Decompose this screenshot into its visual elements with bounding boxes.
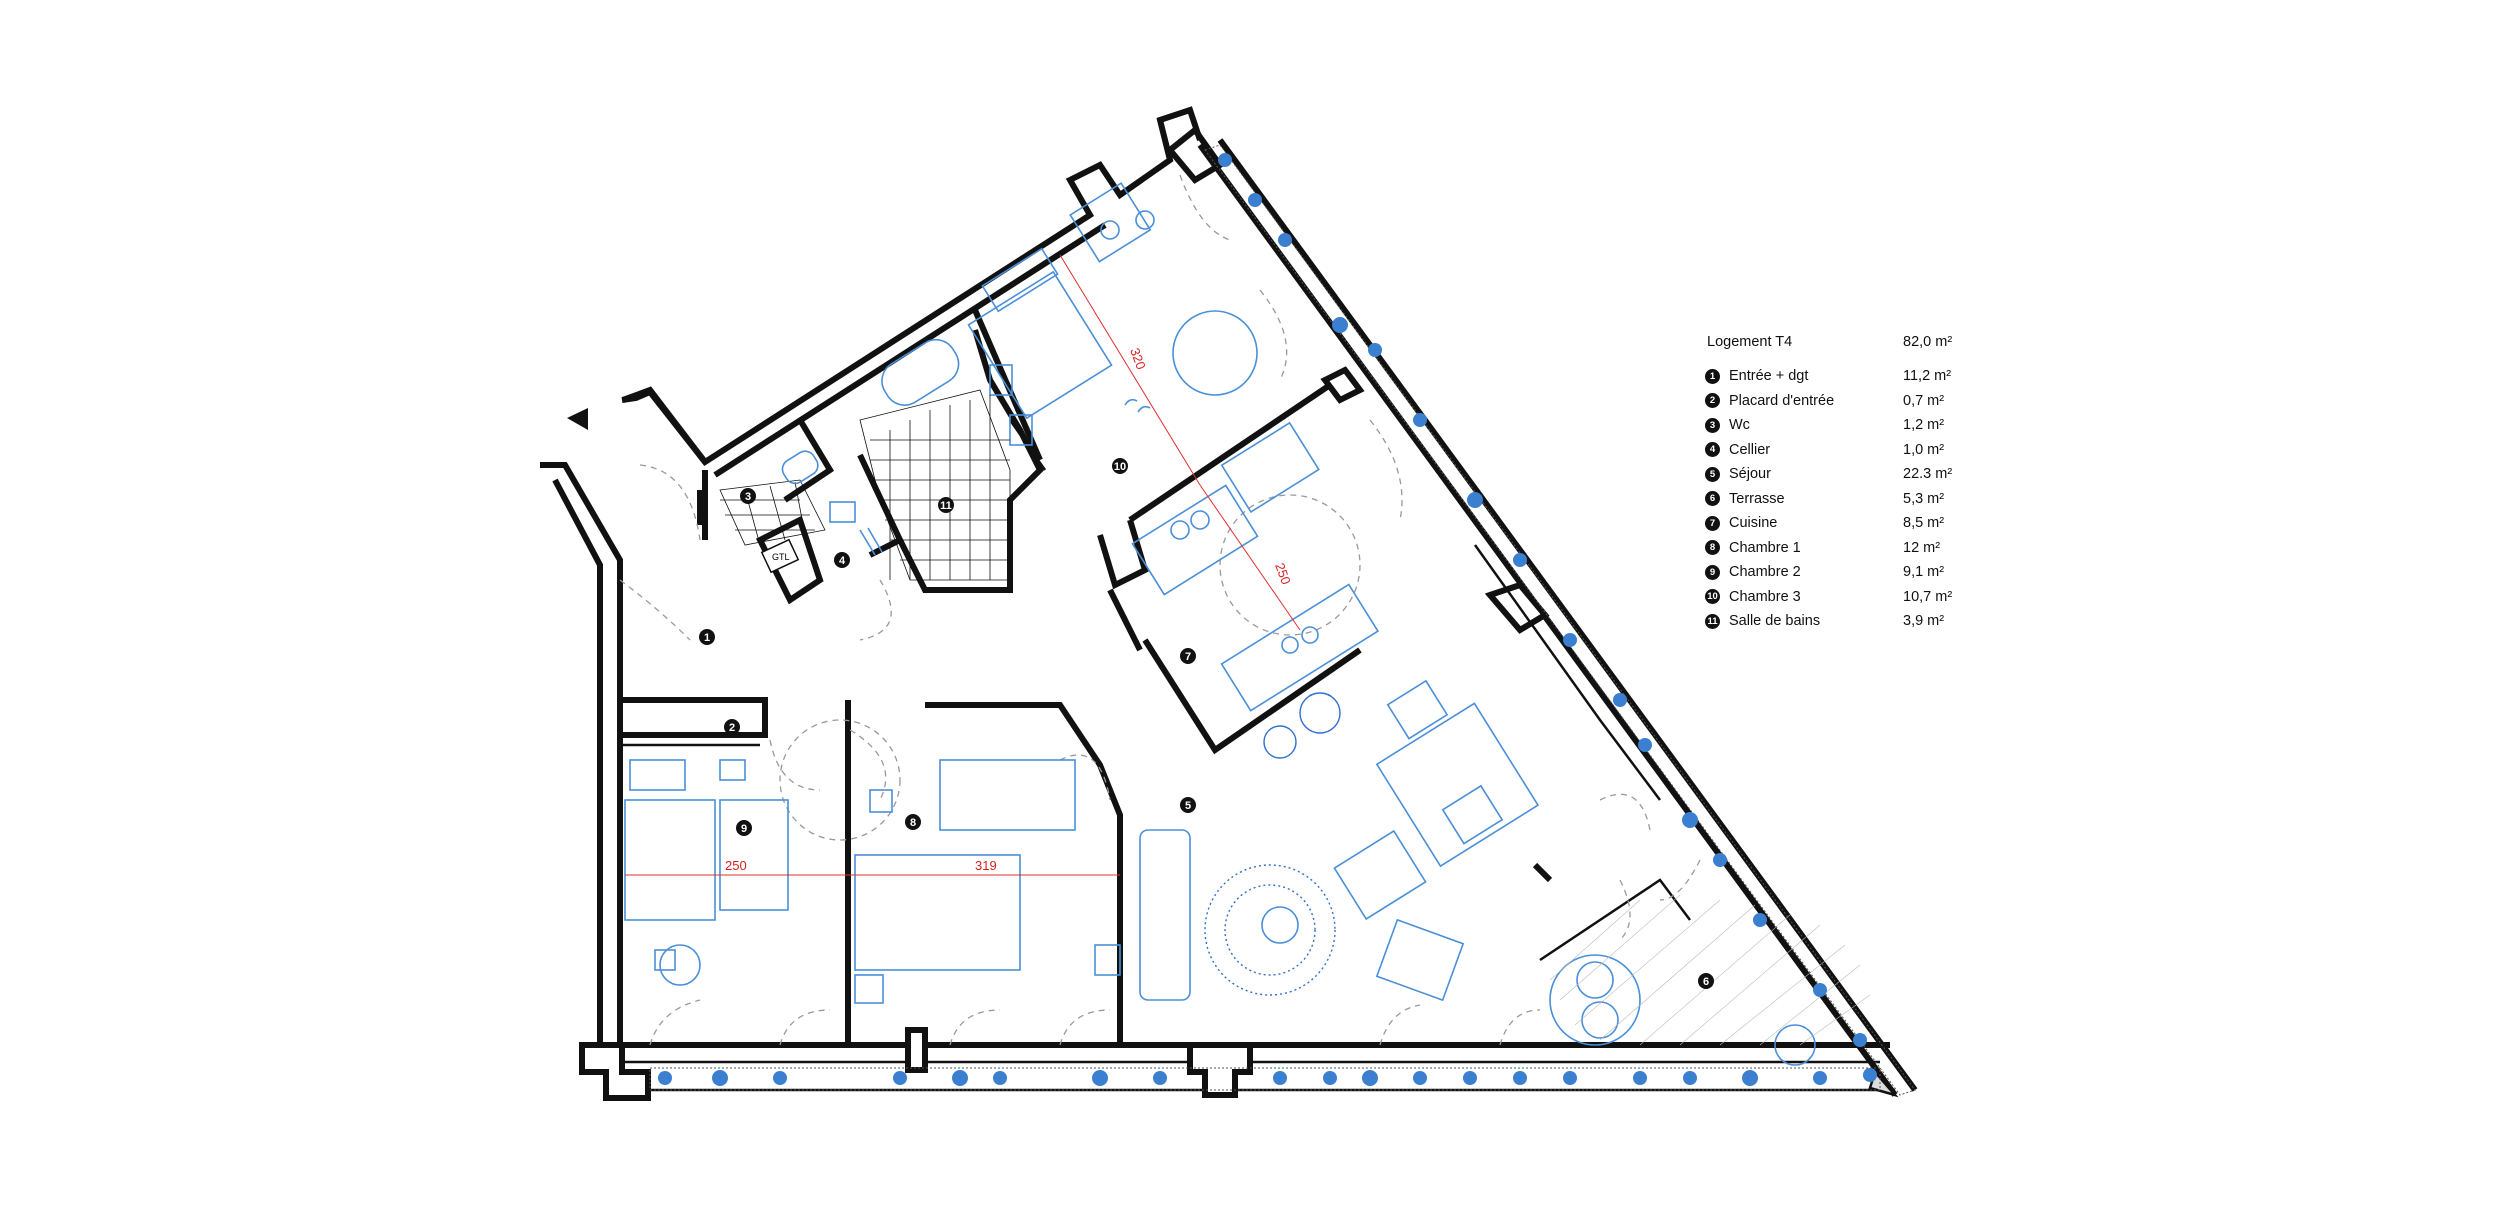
svg-text:11: 11 xyxy=(940,500,952,512)
door-swings xyxy=(619,174,1701,1046)
svg-text:3: 3 xyxy=(745,491,751,503)
legend-header: Logement T4 82,0 m² xyxy=(1705,330,1965,354)
legend-room-name: Entrée + dgt xyxy=(1729,368,1809,385)
legend-badge: 3 xyxy=(1705,417,1720,433)
legend-room-name: Terrasse xyxy=(1729,490,1785,507)
legend-row-9: 9 Chambre 2 9,1 m² xyxy=(1705,560,1965,585)
dimension-250-kitchen: 250 xyxy=(1272,561,1294,587)
legend-row-6: 6 Terrasse 5,3 m² xyxy=(1705,487,1965,512)
legend-row-10: 10 Chambre 3 10,7 m² xyxy=(1705,585,1965,610)
svg-text:4: 4 xyxy=(839,555,846,567)
legend-room-area: 9,1 m² xyxy=(1903,564,1945,581)
entrance-arrow-icon xyxy=(567,408,588,430)
legend-room-area: 5,3 m² xyxy=(1903,490,1945,507)
legend-room-area: 0,7 m² xyxy=(1903,392,1945,409)
legend-row-1: 1 Entrée + dgt 11,2 m² xyxy=(1705,364,1965,389)
legend-room-name: Cuisine xyxy=(1729,515,1778,532)
legend-room-area: 12 m² xyxy=(1903,539,1941,556)
legend-room-name: Salle de bains xyxy=(1729,613,1821,630)
svg-text:7: 7 xyxy=(1185,651,1191,663)
legend-badge: 4 xyxy=(1705,442,1720,458)
room-markers: 1 2 3 4 5 6 7 8 9 10 11 xyxy=(699,458,1714,989)
room-mark-5: 5 xyxy=(1180,797,1196,813)
room-mark-8: 8 xyxy=(905,814,921,830)
legend-room-name: Placard d'entrée xyxy=(1729,392,1835,409)
room-mark-2: 2 xyxy=(724,719,740,735)
legend-badge: 10 xyxy=(1705,589,1720,605)
legend-room-area: 11,2 m² xyxy=(1903,368,1952,385)
area-legend: Logement T4 82,0 m² 1 Entrée + dgt 11,2 m²… xyxy=(1705,330,1965,634)
dimension-lines: 250 319 320 250 xyxy=(625,254,1301,876)
svg-text:9: 9 xyxy=(741,823,747,835)
dimension-319: 319 xyxy=(975,858,997,873)
dimension-250-bedroom2: 250 xyxy=(725,858,747,873)
room-mark-9: 9 xyxy=(736,820,752,836)
svg-text:10: 10 xyxy=(1114,461,1126,473)
legend-row-4: 4 Cellier 1,0 m² xyxy=(1705,438,1965,463)
legend-badge: 1 xyxy=(1705,368,1720,384)
svg-text:8: 8 xyxy=(910,817,916,829)
gtl-label: GTL xyxy=(772,552,790,562)
legend-title: Logement T4 xyxy=(1707,334,1793,350)
legend-room-area: 22.3 m² xyxy=(1903,466,1953,483)
svg-text:5: 5 xyxy=(1185,800,1191,812)
legend-row-8: 8 Chambre 1 12 m² xyxy=(1705,536,1965,561)
room-mark-6: 6 xyxy=(1698,973,1714,989)
legend-badge: 5 xyxy=(1705,466,1720,482)
legend-total-area: 82,0 m² xyxy=(1903,334,1953,350)
legend-row-11: 11 Salle de bains 3,9 m² xyxy=(1705,609,1965,634)
legend-row-3: 3 Wc 1,2 m² xyxy=(1705,413,1965,438)
legend-room-area: 1,2 m² xyxy=(1903,417,1945,434)
legend-row-7: 7 Cuisine 8,5 m² xyxy=(1705,511,1965,536)
legend-room-name: Séjour xyxy=(1729,466,1771,483)
interior-walls xyxy=(620,308,1691,1045)
legend-room-area: 8,5 m² xyxy=(1903,515,1945,532)
legend-badge: 2 xyxy=(1705,393,1720,409)
legend-badge: 6 xyxy=(1705,491,1720,507)
legend-room-area: 10,7 m² xyxy=(1903,588,1953,605)
svg-text:2: 2 xyxy=(729,722,735,734)
room-mark-7: 7 xyxy=(1180,648,1196,664)
furniture xyxy=(624,182,1816,1066)
room-mark-3: 3 xyxy=(740,488,756,504)
legend-room-name: Wc xyxy=(1729,417,1750,434)
svg-text:1: 1 xyxy=(704,632,710,644)
dimension-320: 320 xyxy=(1127,346,1149,372)
room-mark-4: 4 xyxy=(834,552,850,568)
legend-badge: 9 xyxy=(1705,564,1720,580)
legend-room-name: Chambre 2 xyxy=(1729,564,1801,581)
legend-badge: 7 xyxy=(1705,515,1720,531)
legend-room-name: Chambre 3 xyxy=(1729,588,1801,605)
legend-row-2: 2 Placard d'entrée 0,7 m² xyxy=(1705,389,1965,414)
room-mark-11: 11 xyxy=(938,497,954,513)
legend-room-area: 1,0 m² xyxy=(1903,441,1945,458)
terrace-hatch xyxy=(1549,894,1871,1046)
legend-room-name: Cellier xyxy=(1729,441,1771,458)
legend-room-name: Chambre 1 xyxy=(1729,539,1801,556)
legend-room-area: 3,9 m² xyxy=(1903,613,1945,630)
legend-row-5: 5 Séjour 22.3 m² xyxy=(1705,462,1965,487)
legend-badge: 8 xyxy=(1705,540,1720,556)
room-mark-10: 10 xyxy=(1112,458,1128,474)
legend-badge: 11 xyxy=(1705,613,1720,629)
planters xyxy=(649,144,1916,1096)
room-mark-1: 1 xyxy=(699,629,715,645)
svg-text:6: 6 xyxy=(1703,976,1709,988)
